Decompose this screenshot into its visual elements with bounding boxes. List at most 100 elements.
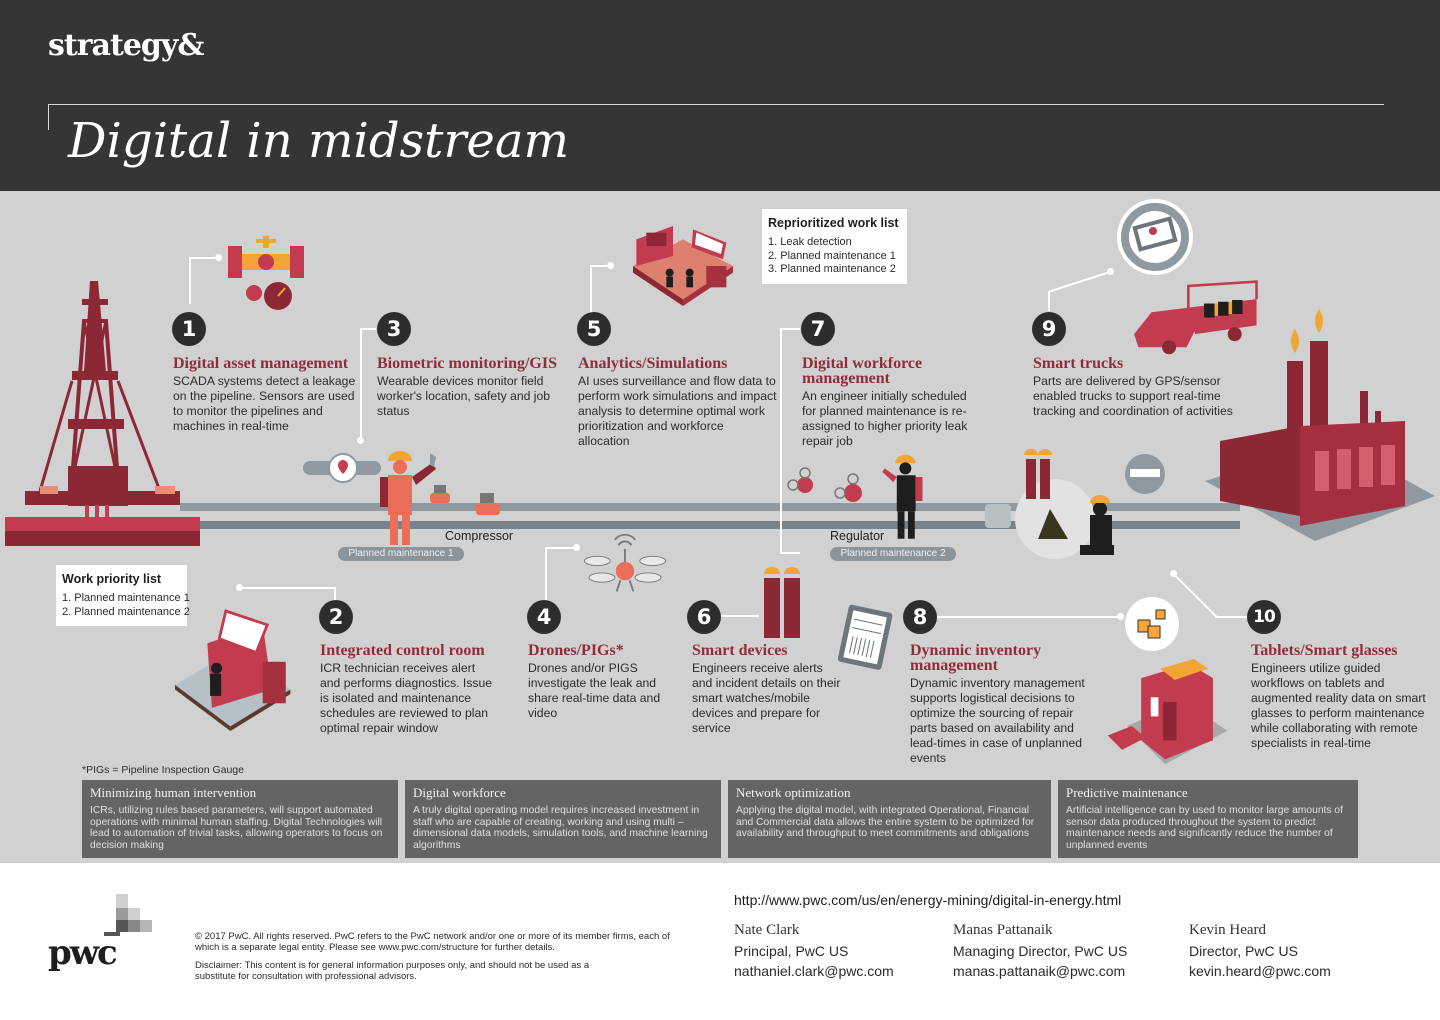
step-5-description: AI uses surveillance and flow data to pe…: [578, 374, 777, 448]
theme-text: ICRs, utilizing rules based parameters, …: [90, 805, 383, 851]
step-7: Digital workforce management An engineer…: [802, 356, 977, 449]
step-4: Drones/PIGs* Drones and/or PIGS investig…: [528, 643, 673, 721]
step-4-title: Drones/PIGs*: [528, 642, 624, 659]
theme-text: Applying the digital model, with integra…: [736, 805, 1035, 840]
step-6-title: Smart devices: [692, 642, 788, 659]
theme-text: A truly digital operating model requires…: [413, 805, 708, 851]
truck-icon: [1134, 280, 1258, 355]
connector-10b: [1215, 616, 1247, 618]
copyright-text: © 2017 PwC. All rights reserved. PwC ref…: [195, 931, 670, 953]
contact-nate-clark: Nate Clark Principal, PwC US nathaniel.c…: [734, 921, 894, 981]
regulator-icon: [787, 467, 862, 502]
regulator-label: Regulator: [830, 529, 885, 543]
callout-item: 1. Leak detection: [768, 236, 852, 248]
source-url-link[interactable]: http://www.pwc.com/us/en/energy-mining/d…: [734, 892, 1122, 908]
step-2-badge: 2: [319, 600, 353, 634]
step-8-description: Dynamic inventory management supports lo…: [910, 676, 1085, 765]
step-8: Dynamic inventory management Dynamic inv…: [910, 643, 1095, 766]
connector-1: [189, 257, 219, 304]
contact-email-link[interactable]: manas.pattanaik@pwc.com: [953, 963, 1126, 979]
title-rule-tick: [48, 104, 49, 130]
connector-8-dot: [1117, 613, 1124, 620]
connector-1-dot: [215, 254, 222, 261]
connector-9b: [1048, 270, 1111, 293]
analytics-room-icon: [633, 226, 733, 306]
refinery-icon: [1205, 309, 1435, 541]
contact-email-link[interactable]: kevin.heard@pwc.com: [1189, 963, 1331, 979]
control-room-icon: [175, 609, 291, 731]
step-4-description: Drones and/or PIGS investigate the leak …: [528, 661, 661, 720]
infographic-main: 1 Digital asset management SCADA systems…: [0, 191, 1440, 863]
contact-name: Nate Clark: [734, 922, 800, 938]
work-priority-list-callout: Work priority list 1. Planned maintenanc…: [56, 565, 190, 626]
step-7-title: Digital workforce management: [802, 355, 923, 387]
engineers-icon: [764, 567, 800, 638]
connector-8: [935, 616, 1120, 618]
connector-9-dot: [1107, 268, 1114, 275]
theme-predictive-maintenance: Predictive maintenance Artificial intell…: [1058, 780, 1358, 858]
step-3-description: Wearable devices monitor field worker's …: [377, 374, 551, 418]
theme-title: Digital workforce: [413, 785, 506, 800]
step-8-badge: 8: [903, 600, 937, 634]
theme-title: Predictive maintenance: [1066, 785, 1188, 800]
planned-maintenance-1-tag: Planned maintenance 1: [338, 547, 464, 561]
connector-5: [590, 265, 610, 313]
pipeline-upper: [180, 503, 1240, 511]
field-worker-1-icon: [380, 451, 436, 545]
step-1-description: SCADA systems detect a leakage on the pi…: [173, 374, 356, 433]
step-9-badge: 9: [1032, 312, 1066, 346]
page-title: Digital in midstream: [68, 113, 569, 169]
tablet-icon: [837, 604, 893, 670]
callout-title: Work priority list: [62, 572, 162, 586]
connector-4: [545, 547, 577, 600]
step-8-title: Dynamic inventory management: [910, 642, 1042, 674]
step-2-description: ICR technician receives alert and perfor…: [320, 661, 493, 735]
callout-item: 1. Planned maintenance 1: [62, 592, 190, 604]
step-5-badge: 5: [577, 312, 611, 346]
theme-minimizing-human-intervention: Minimizing human intervention ICRs, util…: [82, 780, 398, 858]
step-3: Biometric monitoring/GIS Wearable device…: [377, 356, 572, 419]
step-1-title: Digital asset management: [173, 355, 349, 372]
contact-role: Director, PwC US: [1189, 943, 1298, 959]
connector-7: [780, 328, 800, 554]
step-6-badge: 6: [687, 600, 721, 634]
step-10-title: Tablets/Smart glasses: [1251, 642, 1398, 659]
pwc-logo-blocks-icon: [104, 894, 152, 936]
step-6: Smart devices Engineers receive alerts a…: [692, 643, 842, 736]
contact-email-link[interactable]: nathaniel.clark@pwc.com: [734, 963, 894, 979]
theme-network-optimization: Network optimization Applying the digita…: [728, 780, 1051, 858]
reprioritized-work-list-callout: Reprioritized work list 1. Leak detectio…: [762, 209, 907, 284]
leak-repair-scene-icon: [985, 449, 1165, 559]
contact-role: Principal, PwC US: [734, 943, 849, 959]
connector-9: [1048, 291, 1050, 311]
theme-text: Artificial intelligence can by used to m…: [1066, 805, 1344, 851]
step-5-title: Analytics/Simulations: [578, 355, 728, 372]
theme-digital-workforce: Digital workforce A truly digital operat…: [405, 780, 721, 858]
brand-logo: strategy&: [48, 28, 204, 63]
theme-title: Network optimization: [736, 785, 851, 800]
engineer-reassigned-icon: [882, 454, 923, 539]
compressor-label: Compressor: [445, 529, 514, 543]
title-rule: [48, 104, 1384, 105]
connector-3-dot: [357, 437, 364, 444]
contact-role: Managing Director, PwC US: [953, 943, 1128, 959]
connector-2: [239, 587, 336, 601]
connector-5-dot: [607, 262, 614, 269]
connector-6: [721, 615, 759, 617]
contact-name: Kevin Heard: [1189, 922, 1267, 938]
footer: pwc © 2017 PwC. All rights reserved. PwC…: [0, 863, 1440, 1020]
connector-10: [1173, 574, 1218, 618]
step-7-description: An engineer initially scheduled for plan…: [802, 389, 968, 448]
step-2: Integrated control room ICR technician r…: [320, 643, 515, 736]
theme-title: Minimizing human intervention: [90, 785, 257, 800]
pipeline-lower: [180, 521, 1240, 529]
pigs-footnote: *PIGs = Pipeline Inspection Gauge: [82, 764, 244, 776]
step-1: Digital asset management SCADA systems d…: [173, 356, 363, 434]
step-10: Tablets/Smart glasses Engineers utilize …: [1251, 643, 1436, 751]
header: strategy& Digital in midstream: [0, 0, 1440, 191]
step-3-badge: 3: [377, 312, 411, 346]
step-10-description: Engineers utilize guided workflows on ta…: [1251, 661, 1426, 750]
legal-block: © 2017 PwC. All rights reserved. PwC ref…: [195, 931, 675, 982]
step-9-title: Smart trucks: [1033, 355, 1124, 372]
contact-manas-pattanaik: Manas Pattanaik Managing Director, PwC U…: [953, 921, 1127, 981]
